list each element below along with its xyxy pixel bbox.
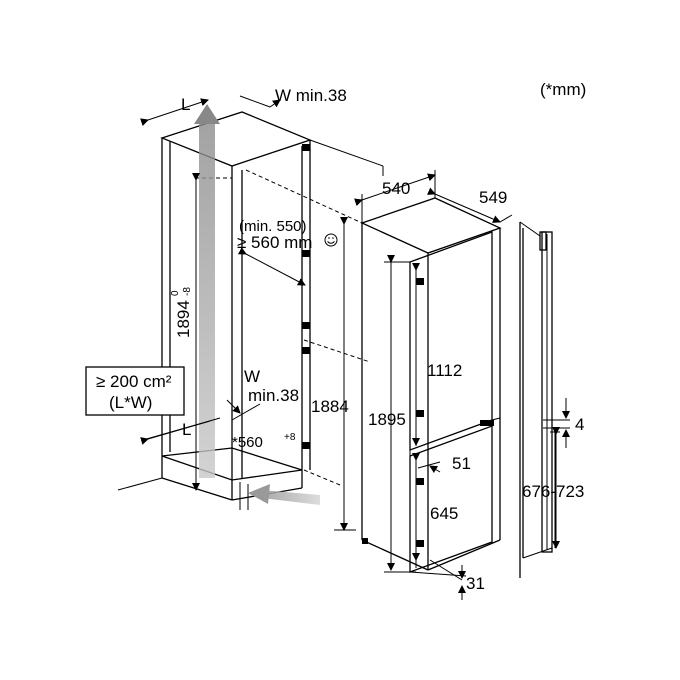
niche-width-tol-label: *560 [232,434,263,451]
niche-depth-bottom-label: L [182,420,191,439]
smiley-icon [324,233,338,247]
niche-width-label: ≥ 560 mm [237,233,312,252]
min-width-label: (min. 550) [239,218,307,235]
lower-door-label: 645 [430,504,458,523]
door-gap-label: 4 [575,415,584,434]
hinge-height-label: 1884 [311,397,349,416]
vent-bottom-min-label: min.38 [248,386,299,405]
door-range-label: 676-723 [522,482,584,501]
niche-depth-label: L [181,95,190,114]
niche-height-tol-upper: 0 [170,290,181,296]
gap-label: 51 [452,454,471,473]
appliance-depth-label: 549 [479,188,507,207]
niche-width-tol: +8 [284,432,296,443]
vent-bottom-w-label: W [244,367,260,386]
ventilation-area-box [85,366,185,416]
hinge-icon [302,144,310,449]
niche-dimensions [140,95,356,531]
vent-top-label: W min.38 [275,86,347,105]
foot-label: 31 [466,574,485,593]
appliance-dimensions [354,170,513,600]
ventilation-area-formula: (L*W) [109,393,152,412]
upper-door-label: 1112 [427,361,462,380]
appliance-height-label: 1895 [368,410,406,429]
ventilation-area-label: ≥ 200 cm² [96,372,172,391]
door-profile-dimensions [552,398,570,549]
units-note: (*mm) [540,80,586,99]
niche-height-tol-lower: -8 [182,287,193,296]
door-profile [519,221,570,578]
niche-height-label: 1894 [174,300,193,338]
appliance-width-label: 540 [382,179,410,198]
